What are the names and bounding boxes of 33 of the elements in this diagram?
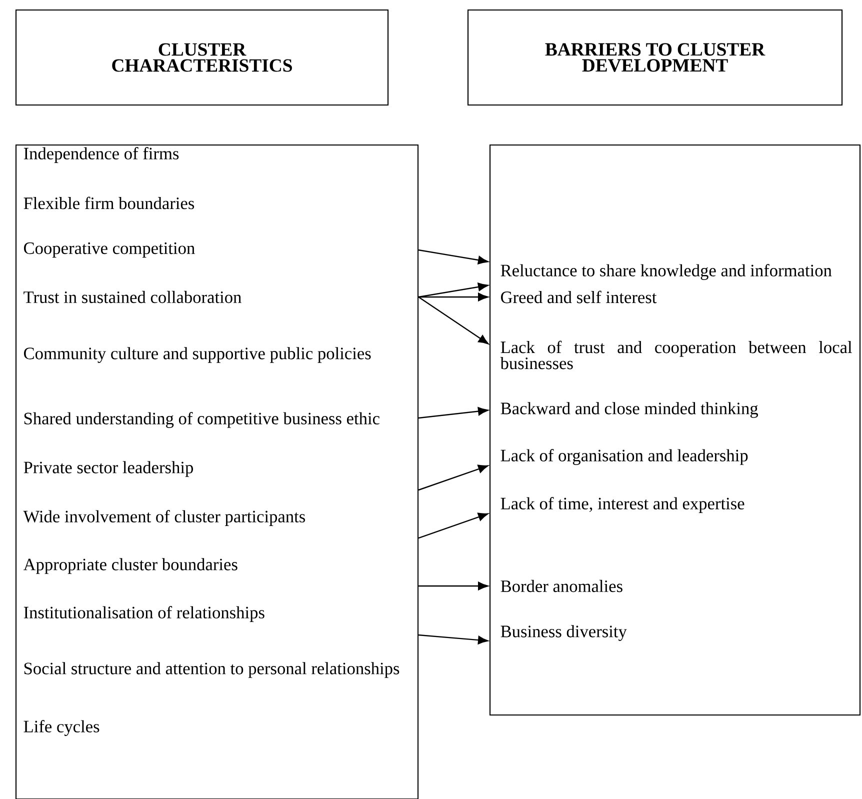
list-item: Life cycles (24, 720, 100, 736)
list-item: Lack of time, interest and expertise (500, 497, 744, 513)
arrow (418, 292, 488, 302)
arrow (418, 282, 488, 298)
list-item: Shared understanding of competitive business ethic (24, 412, 380, 428)
list-item: Independence of firms (24, 147, 179, 163)
arrow (418, 582, 488, 590)
arrow (418, 296, 489, 344)
heading-box: CLUSTER CHARACTERISTICS (15, 9, 389, 106)
list-item: Appropriate cluster boundaries (23, 558, 238, 574)
list-item: Reluctance to share knowledge and information (500, 264, 832, 280)
list-item: Cooperative competition (24, 242, 195, 258)
list-item: Backward and close minded thinking (500, 402, 758, 418)
list-item: Social structure and attention to personal relationships (24, 662, 400, 678)
list-item: Private sector leadership (24, 461, 193, 477)
list-item: Community culture and supportive public policies (24, 347, 371, 363)
list-box (489, 144, 861, 716)
list-item: Business diversity (500, 625, 627, 641)
list-item: Border anomalies (500, 580, 622, 592)
list-box (15, 144, 419, 799)
list-item: Institutionalisation of relationships (24, 606, 264, 622)
list-item: Lack of organisation and leadership (500, 449, 748, 465)
list-item: Flexible firm boundaries (24, 196, 194, 210)
arrow (418, 634, 488, 644)
list-item: Lack of trust and cooperation between local businesses (500, 340, 852, 370)
arrow (418, 464, 488, 491)
arrow (418, 407, 488, 419)
list-item: Wide involvement of cluster participants (23, 510, 306, 526)
arrow (418, 512, 488, 539)
arrow (418, 249, 488, 264)
heading-box: BARRIERS TO CLUSTER DEVELOPMENT (467, 9, 843, 106)
list-item: Trust in sustained collaboration (24, 290, 242, 304)
list-item: Greed and self interest (500, 290, 657, 304)
